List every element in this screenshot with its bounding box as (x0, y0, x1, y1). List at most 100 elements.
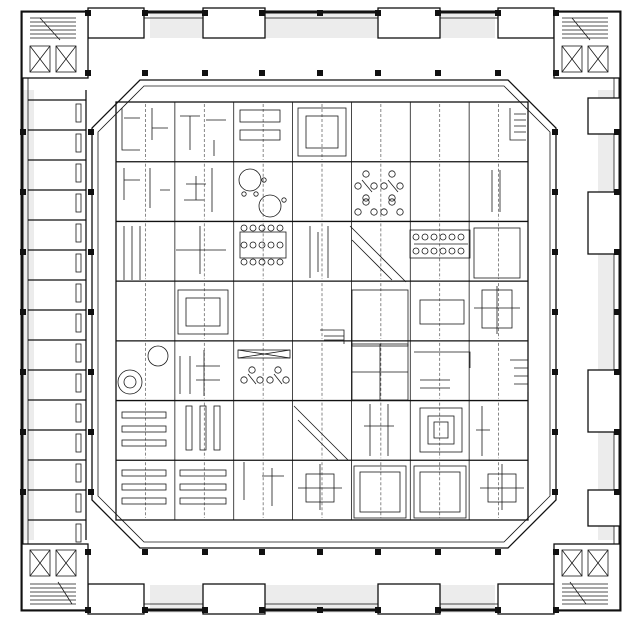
column-icon (259, 10, 265, 16)
grid-frame (115, 101, 529, 521)
column-icon (88, 309, 94, 315)
chair-icon (267, 224, 275, 232)
column-icon (552, 189, 558, 195)
door-icon (75, 403, 82, 423)
seminar-tables (237, 227, 521, 359)
column-icon (88, 429, 94, 435)
column-icon (142, 607, 148, 613)
chair-icon (421, 247, 429, 255)
chair-icon (457, 247, 465, 255)
chair-icon (274, 366, 282, 374)
chair-icon (370, 208, 378, 216)
door-icon (75, 523, 82, 543)
column-icon (552, 309, 558, 315)
door-icon (75, 133, 82, 153)
chair-clusters (240, 170, 404, 385)
chair-icon (258, 224, 266, 232)
chair-icon (354, 182, 362, 190)
chair-icon (240, 224, 248, 232)
column-icon (20, 489, 26, 495)
column-icon (552, 489, 558, 495)
table-icon (239, 231, 287, 259)
column-icon (375, 607, 381, 613)
chair-icon (380, 182, 388, 190)
chair-icon (439, 233, 447, 241)
chair-icon (439, 247, 447, 255)
column-icon (202, 607, 208, 613)
column-icon (553, 10, 559, 16)
door-icon (75, 343, 82, 363)
chair-icon (421, 233, 429, 241)
chair-icon (282, 376, 290, 384)
column-icon (202, 70, 208, 76)
column-icon (142, 549, 148, 555)
column-icon (552, 429, 558, 435)
room-details (121, 107, 526, 218)
column-icon (495, 549, 501, 555)
column-icon (495, 70, 501, 76)
chair-icon (249, 224, 257, 232)
door-icon (75, 313, 82, 333)
column-icon (85, 607, 91, 613)
column-icon (202, 549, 208, 555)
column-icon (20, 369, 26, 375)
column-icon (20, 129, 26, 135)
chair-icon (362, 198, 370, 206)
chair-icon (412, 247, 420, 255)
column-icon (88, 129, 94, 135)
column-icon (85, 549, 91, 555)
column-icon (435, 70, 441, 76)
column-icon (259, 70, 265, 76)
core-bottom-right (553, 543, 621, 611)
columns (20, 10, 620, 613)
chair-icon (354, 208, 362, 216)
table-icon (247, 373, 257, 385)
door-icon (75, 433, 82, 453)
chair-icon (362, 194, 370, 202)
door-icon (75, 283, 82, 303)
table-icon (237, 349, 291, 359)
door-icon (75, 223, 82, 243)
chair-icon (276, 258, 284, 266)
core-bottom-left (21, 543, 89, 611)
door-icon (75, 193, 82, 213)
middle-structures (123, 225, 520, 347)
inner-boundary (91, 79, 557, 549)
column-icon (142, 70, 148, 76)
chair-icon (240, 258, 248, 266)
stair-icon (562, 17, 608, 41)
column-icon (317, 70, 323, 76)
core-top-right (553, 11, 621, 79)
column-icon (495, 10, 501, 16)
column-icon (614, 309, 620, 315)
column-icon (85, 10, 91, 16)
column-icon (553, 607, 559, 613)
chair-icon (396, 182, 404, 190)
window-bays-bottom (87, 583, 555, 615)
chair-icon (430, 233, 438, 241)
column-icon (553, 70, 559, 76)
chair-icon (258, 258, 266, 266)
column-icon (553, 549, 559, 555)
chair-icon (267, 241, 275, 249)
column-icon (317, 549, 323, 555)
column-icon (259, 607, 265, 613)
stair-icon (30, 17, 76, 41)
chair-icon (249, 258, 257, 266)
chair-icon (448, 233, 456, 241)
column-icon (142, 10, 148, 16)
column-icon (88, 189, 94, 195)
stair-icon (562, 581, 608, 605)
column-icon (435, 549, 441, 555)
chair-icon (380, 208, 388, 216)
table-icon (273, 373, 283, 385)
chair-icon (249, 241, 257, 249)
chair-icon (256, 376, 264, 384)
column-icon (20, 309, 26, 315)
column-icon (375, 549, 381, 555)
door-icon (75, 103, 82, 123)
lower-structures (117, 343, 529, 401)
chair-icon (396, 208, 404, 216)
chair-icon (412, 233, 420, 241)
